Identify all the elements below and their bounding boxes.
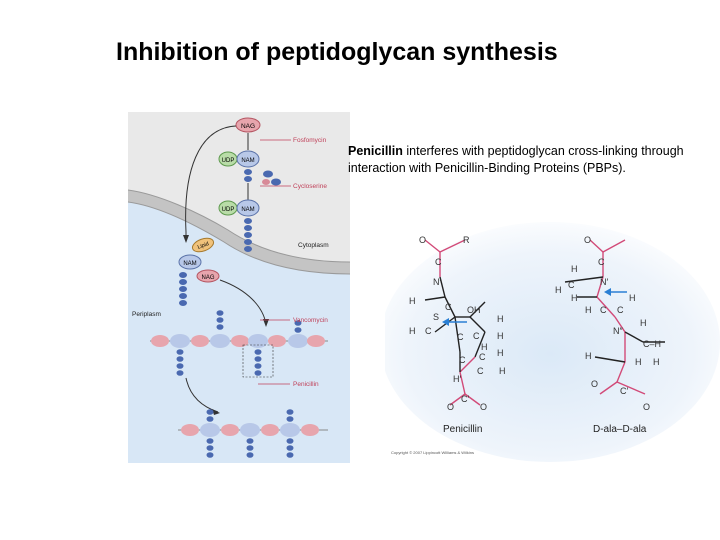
udp-nam-pentapeptide: UDP NAM [218,199,260,252]
peptidoglycan-crosslinked-chain [178,409,328,458]
caption-text: interferes with peptidoglycan cross-link… [348,144,684,175]
svg-text:C: C [459,355,466,365]
svg-text:H: H [409,296,416,306]
svg-text:NAM: NAM [241,158,254,164]
svg-text:OH: OH [467,305,481,315]
svg-text:C: C [425,326,432,336]
binding-arrow-left [442,318,467,326]
peptidoglycan-chain-1 [150,310,328,378]
cytoplasm-label: Cytoplasm [298,242,329,249]
svg-text:H: H [653,357,660,367]
fosfomycin-label: Fosfomycin [293,137,327,144]
nag-molecule: NAG [235,117,261,133]
cytoplasm-region [128,112,350,262]
caption-bold: Penicillin [348,144,403,158]
svg-text:O: O [480,402,487,412]
svg-text:O: O [584,235,591,245]
udp-nam-complex: UDP NAM [218,150,260,168]
svg-text:O: O [591,379,598,389]
svg-text:O: O [447,402,454,412]
svg-text:H: H [571,264,578,274]
penicillin-atoms: O R C N′ H C OH S H C C C H H H C C H C … [409,235,506,412]
svg-text:H: H [640,318,647,328]
svg-text:C: C [598,257,605,267]
lipid-carrier: Lipid [191,237,215,253]
svg-text:C: C [445,302,452,312]
svg-text:NAM: NAM [183,261,196,267]
copyright-text: Copyright © 2007 Lippincott Williams & W… [391,450,474,455]
svg-text:C: C [568,280,575,290]
svg-text:C: C [435,257,442,267]
svg-text:NAG: NAG [201,275,214,281]
svg-text:H: H [585,305,592,315]
svg-text:H: H [585,351,592,361]
svg-text:C: C [600,305,607,315]
periplasm-label: Periplasm [132,311,161,318]
svg-text:C′: C′ [461,394,469,404]
dala-atoms: O C H H C N′ H H H C C N″ H C–H H H H C′… [555,235,661,412]
svg-text:H: H [481,342,488,352]
svg-text:N″: N″ [613,326,623,336]
svg-text:NAG: NAG [241,123,255,130]
svg-text:H: H [497,348,504,358]
svg-text:H: H [409,326,416,336]
slide-title: Inhibition of peptidoglycan synthesis [116,38,558,66]
svg-text:C: C [477,366,484,376]
binding-arrow-right [604,288,627,296]
svg-text:NAM: NAM [241,207,254,213]
penicillin-structure [424,239,486,406]
svg-text:C: C [479,352,486,362]
svg-text:C: C [617,305,624,315]
dala-structure-label: D-ala–D-ala [593,424,647,435]
svg-text:C–H: C–H [643,339,661,349]
lipid-nam-nag: NAM NAG [178,254,220,306]
svg-text:N′: N′ [600,277,608,287]
svg-text:C: C [473,331,480,341]
dala-structure [564,239,665,395]
svg-text:H: H [629,293,636,303]
svg-text:H: H [555,285,562,295]
svg-text:O: O [419,235,426,245]
svg-text:UDP: UDP [222,207,235,213]
svg-text:Lipid: Lipid [197,241,210,251]
svg-text:S: S [433,312,439,322]
svg-text:H: H [635,357,642,367]
svg-text:N′: N′ [433,277,441,287]
svg-text:C′: C′ [620,386,628,396]
penicillin-caption: Penicillin interferes with peptidoglycan… [348,143,720,177]
cycloserine-label: Cycloserine [293,183,327,190]
svg-text:UDP: UDP [222,158,235,164]
svg-text:R: R [463,235,470,245]
penicillin-inhibitor-label: Penicillin [293,381,319,388]
structure-comparison: O R C N′ H C OH S H C C C H H H C C H C … [380,222,720,472]
cell-membrane [128,190,350,274]
peptidoglycan-pathway-diagram: NAG UDP NAM Fosfomycin Cycloserine UDP N… [128,112,350,463]
svg-text:H: H [497,331,504,341]
svg-text:O: O [643,402,650,412]
svg-text:H′: H′ [453,374,461,384]
svg-text:H: H [571,293,578,303]
structure-background [380,222,720,462]
svg-text:H: H [497,314,504,324]
vancomycin-label: Vancomycin [293,317,328,324]
svg-text:C: C [457,332,464,342]
svg-text:H: H [499,366,506,376]
penicillin-structure-label: Penicillin [443,424,482,435]
